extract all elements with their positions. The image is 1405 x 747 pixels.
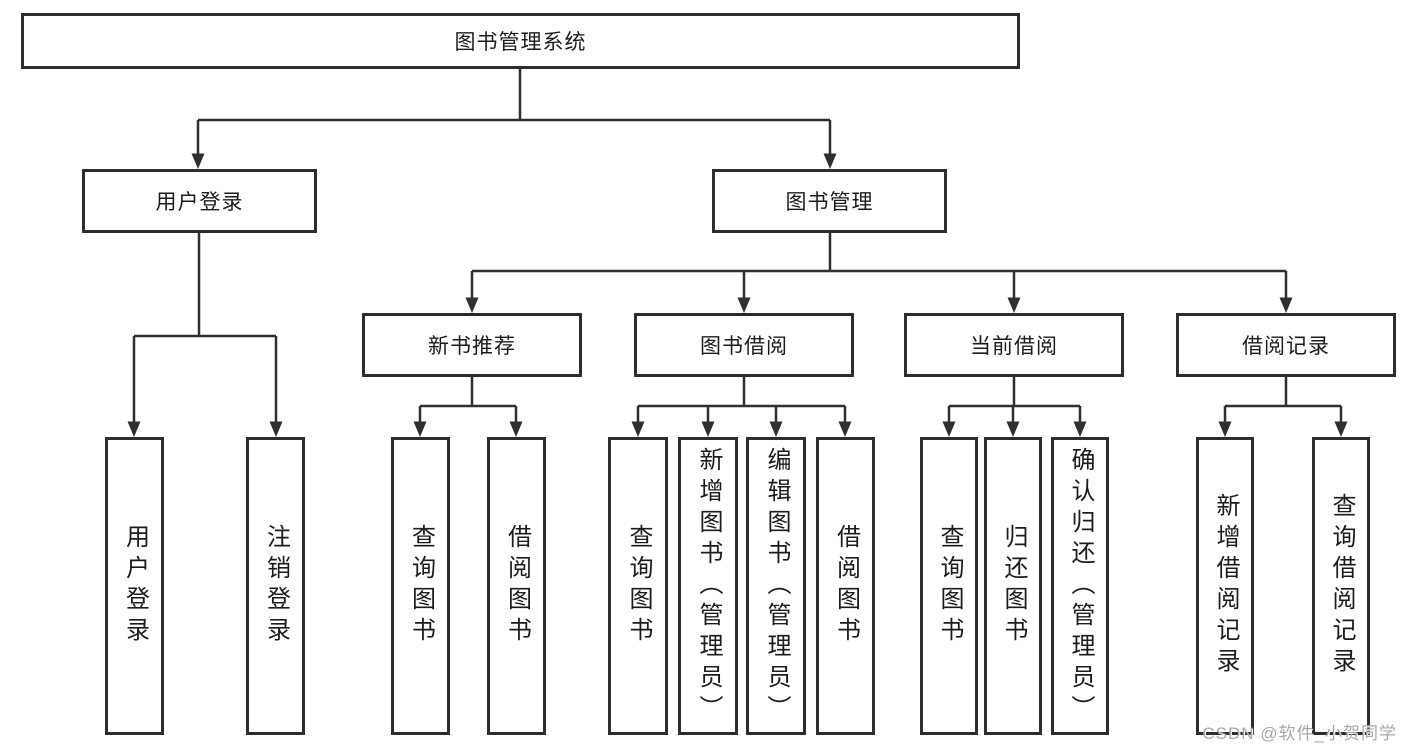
node-label: 当前借阅	[970, 335, 1058, 358]
node-label: 注销登录	[262, 524, 290, 648]
node-label: 借阅图书	[503, 524, 531, 648]
node-label: 查询图书	[407, 524, 435, 648]
node-label: 图书管理系统	[454, 31, 587, 54]
node-leaf-return-books: 归还图书	[984, 437, 1042, 735]
node-label: 查询图书	[936, 524, 963, 648]
node-label: 确认归还（管理员）	[1067, 446, 1094, 726]
node-leaf-borrow-books-recommend: 借阅图书	[487, 437, 546, 735]
node-label: 编辑图书（管理员）	[763, 446, 790, 726]
node-branch-book-management: 图书管理	[712, 169, 947, 233]
node-branch-user-login: 用户登录	[82, 169, 317, 233]
node-label: 借阅图书	[832, 524, 860, 648]
node-label: 归还图书	[1000, 524, 1027, 648]
node-label: 新增图书（管理员）	[695, 446, 722, 726]
node-label: 查询图书	[625, 524, 652, 648]
node-label: 图书借阅	[700, 335, 788, 358]
node-leaf-confirm-return-admin: 确认归还（管理员）	[1051, 437, 1109, 735]
csdn-watermark: CSDN @软件_小贺同学	[1202, 724, 1397, 743]
node-leaf-query-books-recommend: 查询图书	[391, 437, 450, 735]
node-leaf-logout: 注销登录	[246, 437, 305, 735]
node-sub-borrowing-records: 借阅记录	[1176, 313, 1396, 377]
node-sub-book-borrowing: 图书借阅	[634, 313, 854, 377]
node-leaf-edit-books-admin: 编辑图书（管理员）	[746, 437, 806, 735]
node-leaf-query-books-current: 查询图书	[920, 437, 978, 735]
node-label: 新书推荐	[428, 335, 516, 358]
node-label: 新增借阅记录	[1212, 493, 1239, 679]
node-leaf-borrow-books: 借阅图书	[816, 437, 875, 735]
node-leaf-query-books-borrowing: 查询图书	[608, 437, 668, 735]
node-leaf-query-borrowing-record: 查询借阅记录	[1312, 437, 1370, 735]
node-sub-new-book-recommendation: 新书推荐	[362, 313, 582, 377]
node-sub-current-borrowing: 当前借阅	[904, 313, 1124, 377]
node-leaf-add-books-admin: 新增图书（管理员）	[678, 437, 738, 735]
node-label: 借阅记录	[1242, 335, 1330, 358]
node-label: 用户登录	[155, 191, 244, 214]
node-label: 用户登录	[121, 524, 149, 648]
node-leaf-user-login: 用户登录	[105, 437, 164, 735]
node-label: 查询借阅记录	[1328, 493, 1355, 679]
node-leaf-add-borrowing-record: 新增借阅记录	[1196, 437, 1254, 735]
node-root-book-management-system: 图书管理系统	[21, 13, 1020, 69]
node-label: 图书管理	[785, 191, 874, 214]
